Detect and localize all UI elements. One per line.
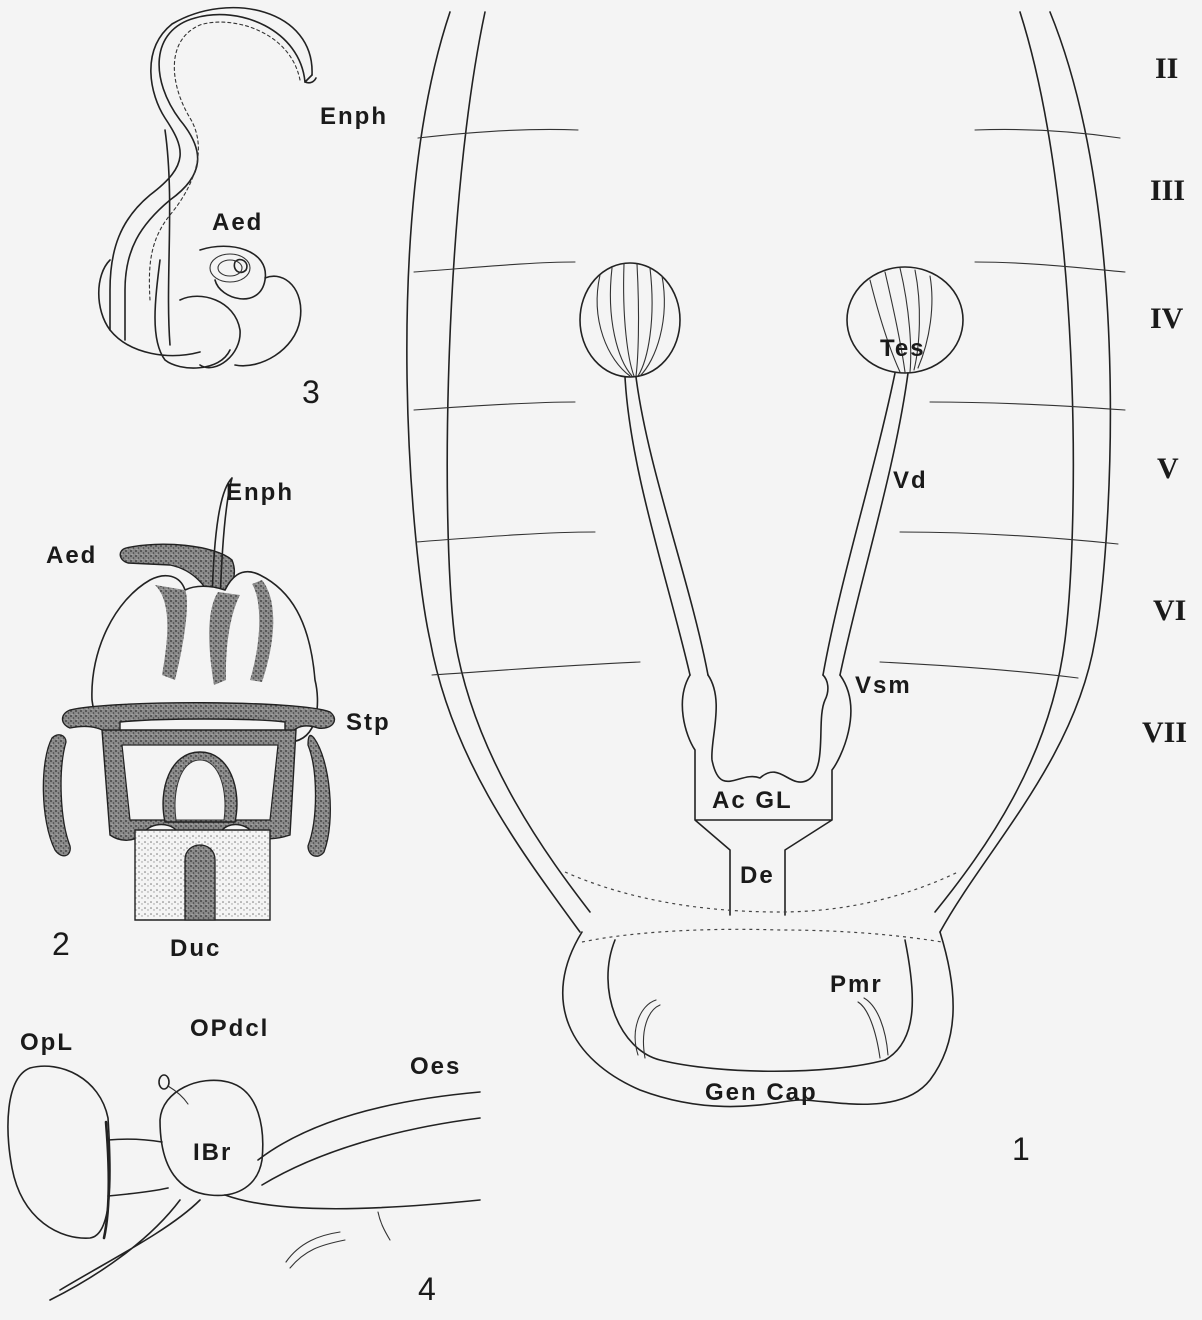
figure-number-3: 3	[302, 374, 320, 410]
body-wall-left-inner	[447, 12, 590, 912]
genital-capsule-inner	[608, 940, 912, 1071]
fig4-label-opl: OpL	[20, 1029, 74, 1056]
label-vd: Vd	[893, 467, 928, 494]
ocellus	[159, 1075, 169, 1089]
label-pmr: Pmr	[830, 971, 883, 998]
ventral-nerves	[50, 1195, 480, 1300]
aedeagus-coil	[210, 254, 250, 282]
lateral-arm-left	[43, 735, 70, 856]
fig2-label-enph: Enph	[226, 479, 294, 506]
fig4-label-opdcl: OPdcl	[190, 1015, 269, 1042]
label-gencap: Gen Cap	[705, 1079, 818, 1106]
segment-numeral-iv: IV	[1150, 302, 1184, 335]
fig2-label-duc: Duc	[170, 935, 221, 962]
figure-2-genitalia: Enph Aed Stp Duc 2	[43, 478, 390, 962]
aedeagus-coil-inner	[218, 260, 242, 276]
figure-4-brain: OpL OPdcl Oes IBr 4	[8, 1015, 480, 1307]
segment-numeral-iii: III	[1150, 174, 1185, 207]
paramere-right	[858, 998, 888, 1058]
ocellar-stalk	[168, 1086, 188, 1104]
ventral-nerve-branches	[286, 1212, 390, 1268]
segment-numeral-ii: II	[1155, 52, 1178, 85]
aedeagus-base-lobes	[99, 246, 301, 368]
vas-deferens-left	[625, 377, 708, 675]
optic-lobe	[8, 1066, 110, 1238]
body-wall-right-outer	[940, 12, 1110, 932]
brain-hemisphere	[160, 1080, 263, 1195]
label-de: De	[740, 862, 775, 889]
fig2-label-aed: Aed	[46, 542, 97, 569]
segment-numerals: II III IV V VI VII	[1142, 52, 1187, 749]
figure-number-4: 4	[418, 1271, 436, 1307]
testis-left	[580, 263, 680, 377]
dashed-boundary-lower	[582, 929, 942, 942]
figure-number-2: 2	[52, 926, 70, 962]
body-wall-left-outer	[407, 12, 580, 932]
lateral-arm-right	[308, 735, 330, 856]
fig2-label-stp: Stp	[346, 709, 391, 736]
segment-numeral-vii: VII	[1142, 716, 1187, 749]
aedeagus-tube-inner	[110, 8, 312, 330]
endophallus-tip	[305, 75, 316, 83]
figure-1-abdomen: Tes Vd Vsm Ac GL De Pmr Gen Cap 1 II III…	[407, 12, 1187, 1167]
fig4-label-oes: Oes	[410, 1053, 461, 1080]
aedeagus-tube-outer	[125, 15, 305, 340]
fig3-label-aed: Aed	[212, 209, 263, 236]
segment-numeral-vi: VI	[1153, 594, 1186, 627]
ductus-plug	[185, 845, 215, 920]
figure-number-1: 1	[1012, 1131, 1030, 1167]
aedeagus-shaft	[165, 130, 170, 345]
aedeagus-duct-dotted	[149, 22, 300, 300]
segment-lines-right	[880, 129, 1125, 678]
label-acgl: Ac GL	[712, 787, 793, 814]
optic-tract	[108, 1139, 168, 1196]
label-tes: Tes	[880, 335, 926, 362]
body-wall-right-inner	[935, 12, 1073, 912]
oesophagus	[258, 1092, 480, 1185]
fig4-label-ibr: IBr	[193, 1139, 232, 1166]
fig3-label-enph: Enph	[320, 103, 388, 130]
vas-deferens-right	[823, 373, 908, 675]
figure-3-aedeagus: Enph Aed 3	[99, 8, 388, 410]
segment-numeral-v: V	[1157, 452, 1179, 485]
label-vsm: Vsm	[855, 672, 912, 699]
